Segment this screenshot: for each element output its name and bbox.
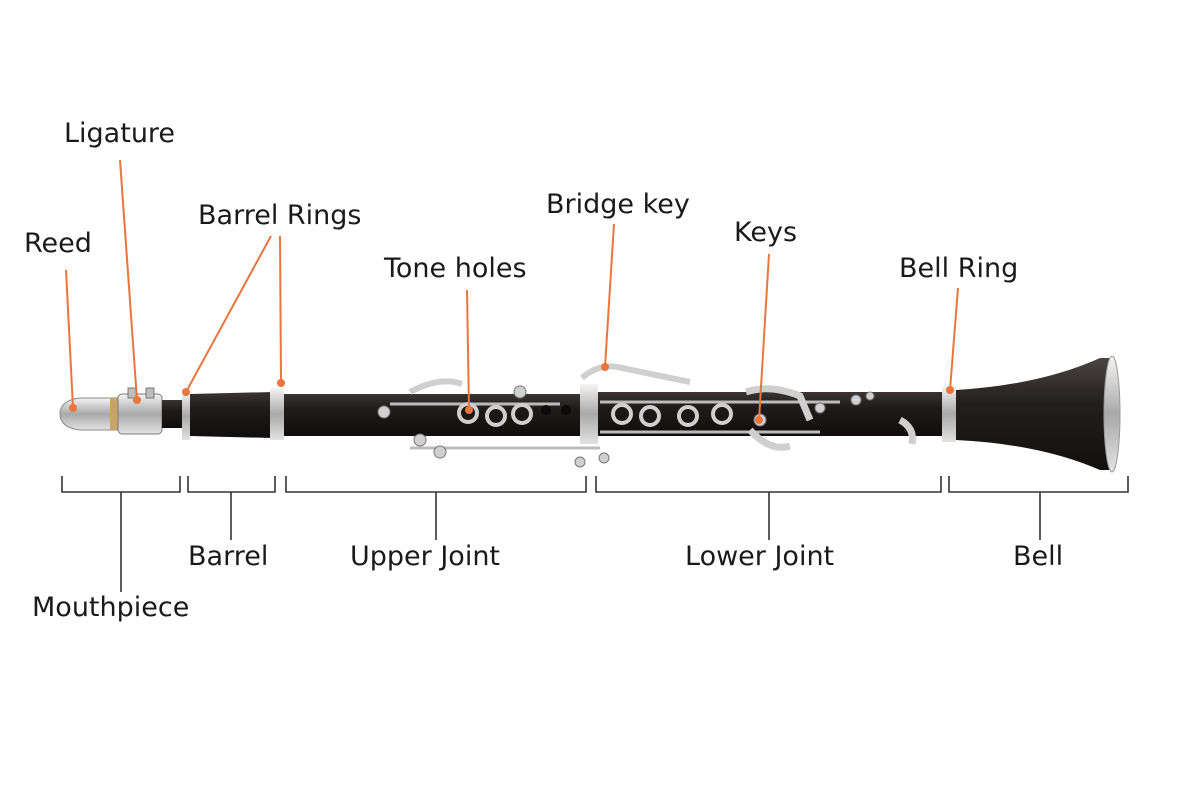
bracket-upper-joint: [285, 476, 587, 540]
bridge-key-shape: [580, 363, 691, 385]
bell-shape: [956, 358, 1110, 470]
leader-bell-ring-dot: [946, 386, 954, 394]
leader-barrel-ring-2: [279, 235, 282, 384]
label-bell-ring: Bell Ring: [899, 253, 1018, 284]
leader-reed-dot: [69, 404, 77, 412]
leader-tone-holes: [466, 289, 470, 411]
leader-ligature: [119, 159, 138, 401]
bracket-barrel: [187, 476, 276, 540]
part-labels: Reed Ligature Barrel Rings Tone holes Br…: [24, 118, 1018, 284]
leader-lines: [65, 159, 959, 424]
leader-bell-ring: [949, 287, 959, 391]
bell-ring-shape: [942, 386, 956, 442]
bracket-lower-joint: [595, 476, 942, 540]
leader-keys-dot: [755, 416, 763, 424]
leader-tone-holes-dot: [465, 406, 473, 414]
label-barrel: Barrel: [188, 541, 268, 572]
leader-reed: [65, 269, 74, 409]
label-barrel-rings: Barrel Rings: [198, 200, 361, 231]
label-keys: Keys: [734, 217, 797, 248]
leader-bridge-key: [604, 223, 615, 368]
leader-ligature-dot: [133, 396, 141, 404]
section-brackets: [61, 476, 1129, 592]
leader-barrel-ring-1-dot: [182, 388, 190, 396]
barrel-shape: [190, 392, 272, 438]
section-labels: Mouthpiece Barrel Upper Joint Lower Join…: [32, 541, 1063, 623]
label-lower-joint: Lower Joint: [685, 541, 834, 572]
upper-joint-shape: [284, 394, 584, 436]
leader-barrel-ring-2-dot: [277, 379, 285, 387]
bracket-bell: [948, 476, 1129, 540]
lower-joint-keys: [611, 385, 916, 451]
label-ligature: Ligature: [64, 118, 175, 149]
leader-barrel-ring-1: [185, 235, 272, 393]
barrel-ring-1: [182, 392, 190, 440]
label-reed: Reed: [24, 228, 92, 259]
label-bell: Bell: [1013, 541, 1063, 572]
label-upper-joint: Upper Joint: [350, 541, 500, 572]
leader-bridge-key-dot: [601, 363, 609, 371]
label-tone-holes: Tone holes: [383, 253, 527, 284]
label-bridge-key: Bridge key: [546, 189, 690, 220]
leader-keys: [758, 253, 770, 421]
barrel-ring-2: [270, 388, 284, 440]
bracket-mouthpiece: [61, 476, 181, 592]
label-mouthpiece: Mouthpiece: [32, 592, 189, 623]
clarinet-illustration: [59, 355, 1121, 473]
